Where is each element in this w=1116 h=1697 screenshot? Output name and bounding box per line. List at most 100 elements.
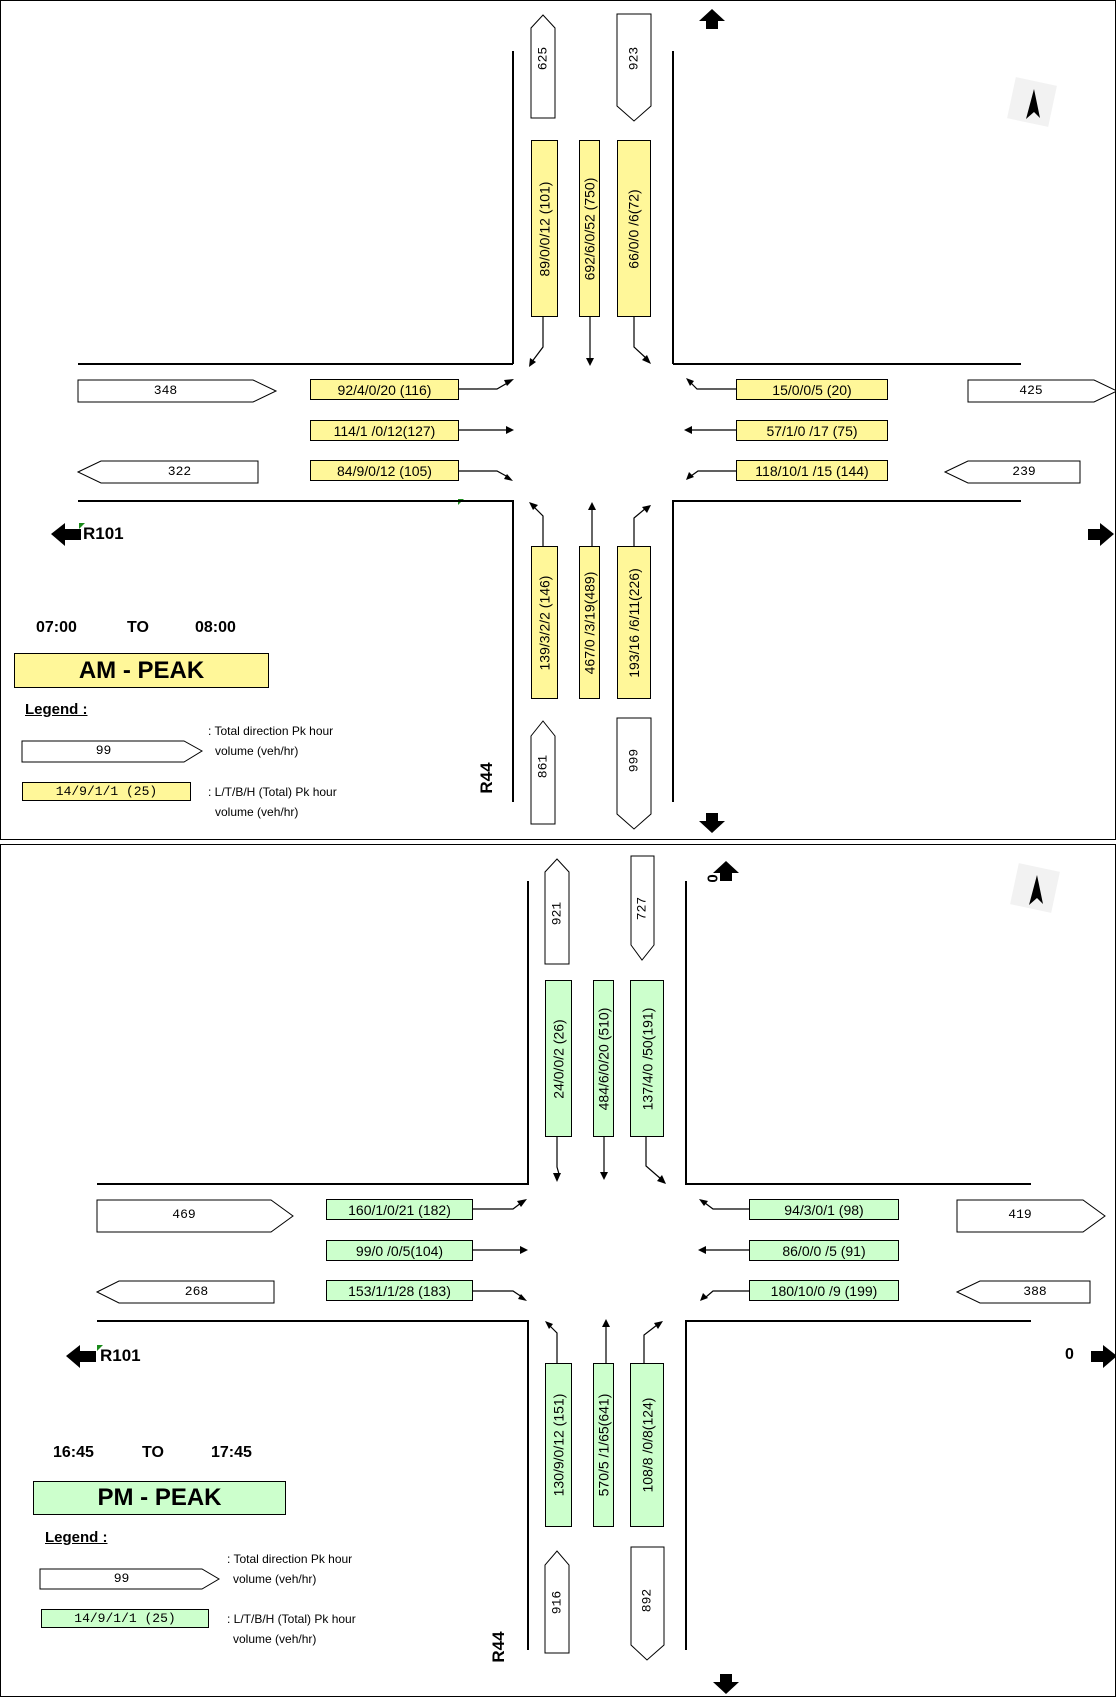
compass-icon xyxy=(1010,863,1060,913)
pm-west-direction-icon xyxy=(66,1345,96,1368)
am-south-direction-icon xyxy=(699,813,725,833)
am-east-bot-box: 118/10/1 /15 (144) xyxy=(736,460,888,481)
am-road-edge xyxy=(512,500,514,802)
am-east-out-box xyxy=(943,460,1081,484)
pm-road-edge xyxy=(527,881,529,1184)
pm-south-right-count: 108/8 /0/8(124) xyxy=(639,1397,655,1493)
am-road-west-label: R101 xyxy=(83,524,124,543)
pm-w-bot-head xyxy=(518,1294,527,1301)
pm-south-left-count: 130/9/0/12 (151) xyxy=(550,1393,567,1497)
am-west-bot-box: 84/9/0/12 (105) xyxy=(310,460,459,481)
am-north-out-box xyxy=(616,13,652,122)
am-s-left-head xyxy=(529,502,538,510)
pm-n-right-arrow xyxy=(645,1137,662,1180)
pm-legend-total-desc-1: : Total direction Pk hour xyxy=(227,1552,353,1566)
pm-peak-panel: 921 727 916 892 469 268 419 388 24/0/0/2… xyxy=(0,844,1116,1697)
pm-s-right-head xyxy=(654,1321,663,1329)
pm-n-left-arrow xyxy=(556,1137,560,1175)
pm-road-west-label: R101 xyxy=(100,1346,141,1365)
pm-s-left-head xyxy=(545,1321,553,1329)
pm-north-out-box xyxy=(630,855,655,961)
pm-east-mid-box: 86/0/0 /5 (91) xyxy=(749,1240,899,1261)
am-s-left-arrow xyxy=(532,505,544,546)
am-east-in-total: 425 xyxy=(1019,383,1043,398)
am-e-top-arrow xyxy=(690,382,736,390)
am-north-through-box: 692/6/0/52 (750) xyxy=(579,140,600,317)
am-arrows-layer xyxy=(51,9,1115,833)
pm-south-through-count: 570/5 /1/65(641) xyxy=(595,1393,612,1497)
pm-west-out-box xyxy=(96,1199,294,1233)
am-legend-total-desc-1: : Total direction Pk hour xyxy=(208,724,334,738)
am-n-left-arrow xyxy=(530,317,544,364)
pm-w-top-arrow xyxy=(473,1202,522,1210)
am-west-direction-icon xyxy=(51,523,81,546)
pm-legend-total-sample-shape xyxy=(39,1568,220,1590)
pm-south-left-box: 130/9/0/12 (151) xyxy=(545,1363,572,1527)
am-north-in-box xyxy=(530,14,556,119)
pm-east-direction-icon xyxy=(1091,1345,1115,1368)
am-road-edge xyxy=(673,363,1021,365)
pm-w-mid-head xyxy=(520,1246,528,1254)
pm-s-right-arrow xyxy=(643,1324,658,1363)
am-time-to-word: TO xyxy=(127,619,149,636)
am-south-in-total: 861 xyxy=(535,754,551,779)
pm-west-top-box: 160/1/0/21 (182) xyxy=(326,1199,473,1220)
am-south-right-box: 193/16 /6/11(226) xyxy=(617,546,651,699)
pm-west-out-total: 469 xyxy=(172,1207,196,1222)
am-south-right-count: 193/16 /6/11(226) xyxy=(626,567,642,678)
pm-north-through-box: 484/6/0/20 (510) xyxy=(593,980,614,1137)
pm-north-direction-icon xyxy=(713,861,739,881)
pm-north-out-total: 727 xyxy=(634,896,650,921)
pm-e-top-arrow xyxy=(704,1202,749,1210)
pm-south-direction-icon xyxy=(713,1674,739,1694)
pm-legend-title: Legend : xyxy=(45,1529,108,1546)
am-e-bot-arrow xyxy=(690,470,736,477)
compass-icon xyxy=(1007,77,1057,127)
pm-road-edge xyxy=(685,1183,1031,1185)
am-legend-total-sample-shape xyxy=(21,740,203,763)
am-time-to: 08:00 xyxy=(195,619,236,636)
am-west-in-box xyxy=(76,460,259,484)
am-s-through-head xyxy=(588,502,596,510)
am-west-top-box: 92/4/0/20 (116) xyxy=(310,379,459,400)
pm-north-right-count: 137/4/0 /50(191) xyxy=(639,1007,655,1110)
pm-time-to: 17:45 xyxy=(211,1444,252,1461)
am-east-top-box: 15/0/0/5 (20) xyxy=(736,379,888,400)
pm-road-edge xyxy=(97,1183,529,1185)
pm-s-left-arrow xyxy=(549,1325,558,1363)
pm-north-arrow-value: 0 xyxy=(704,874,722,883)
pm-s-through-head xyxy=(602,1319,610,1327)
am-north-direction-icon xyxy=(699,9,725,29)
pm-legend-mov-desc-1: : L/T/B/H (Total) Pk hour xyxy=(227,1612,356,1626)
am-e-mid-head xyxy=(684,426,692,434)
am-e-bot-head xyxy=(686,472,694,480)
pm-north-in-total: 921 xyxy=(549,901,565,926)
pm-east-out-box xyxy=(955,1280,1091,1304)
pm-time-to-word: TO xyxy=(142,1444,164,1461)
am-west-mid-box: 114/1 /0/12(127) xyxy=(310,420,459,441)
pm-south-in-box xyxy=(544,1550,570,1654)
am-time-from: 07:00 xyxy=(36,619,77,636)
pm-west-in-total: 268 xyxy=(184,1284,209,1299)
pm-e-bot-arrow xyxy=(705,1290,749,1298)
am-south-in-box xyxy=(530,720,556,825)
pm-w-top-head xyxy=(517,1199,527,1207)
pm-road-edge xyxy=(685,1320,687,1650)
pm-road-edge xyxy=(685,881,687,1184)
pm-legend-sample-movement: 14/9/1/1 (25) xyxy=(41,1609,209,1628)
pm-road-south-label: R44 xyxy=(489,1631,508,1663)
am-legend-sample-movement: 14/9/1/1 (25) xyxy=(22,782,191,801)
am-south-left-box: 139/3/2/2 (146) xyxy=(531,546,558,699)
am-n-left-head xyxy=(529,358,536,367)
am-peak-label: AM - PEAK xyxy=(14,653,269,688)
pm-east-in-total: 419 xyxy=(1008,1207,1032,1222)
am-legend-total-desc-2: volume (veh/hr) xyxy=(215,744,299,758)
pm-time-from: 16:45 xyxy=(53,1444,94,1461)
pm-legend-mov-desc-2: volume (veh/hr) xyxy=(233,1632,317,1646)
am-east-mid-box: 57/1/0 /17 (75) xyxy=(736,420,888,441)
pm-n-right-head xyxy=(657,1175,666,1184)
am-north-through-count: 692/6/0/52 (750) xyxy=(581,177,598,280)
pm-road-edge xyxy=(685,1320,1031,1322)
pm-w-bot-arrow xyxy=(473,1290,523,1298)
pm-south-in-total: 916 xyxy=(549,1590,565,1615)
